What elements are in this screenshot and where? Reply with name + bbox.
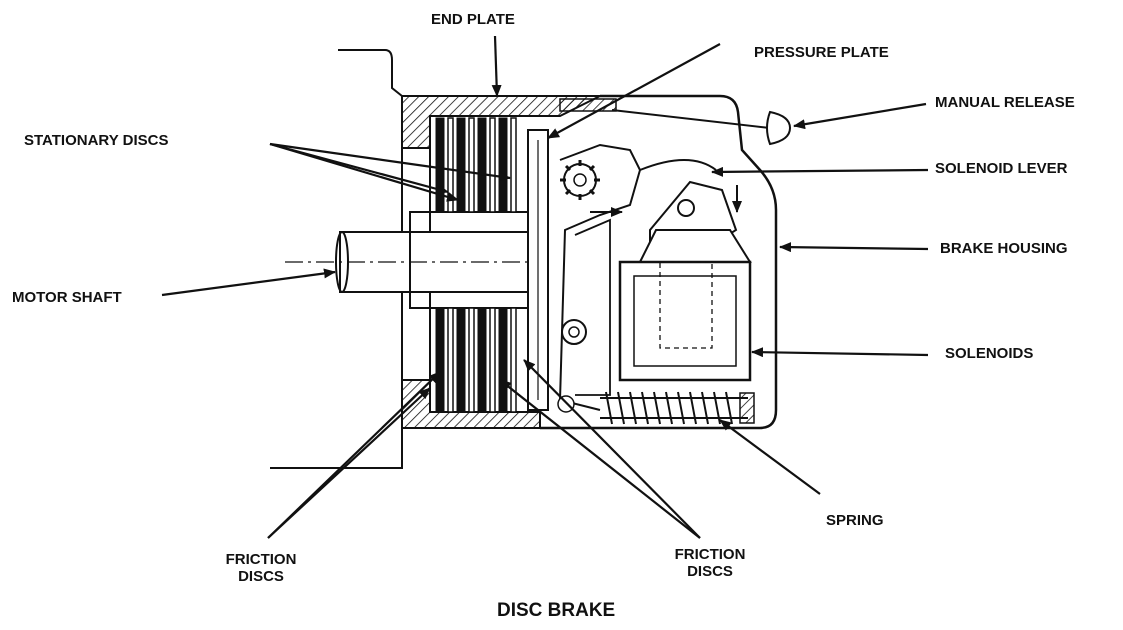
label-friction-discs-right-line1: FRICTION bbox=[674, 546, 746, 563]
diagram-title: DISC BRAKE bbox=[497, 600, 616, 621]
label-friction-discs-left-line2: DISCS bbox=[238, 568, 284, 585]
label-brake-housing: BRAKE HOUSING bbox=[940, 240, 1068, 257]
label-manual-release: MANUAL RELEASE bbox=[935, 94, 1075, 111]
shaft-end bbox=[335, 231, 349, 293]
spring-nut bbox=[739, 392, 755, 424]
label-friction-discs-right-line2: DISCS bbox=[687, 563, 733, 580]
brake-housing-outline bbox=[540, 94, 778, 430]
frame-line-top bbox=[338, 49, 403, 97]
label-solenoids: SOLENOIDS bbox=[945, 345, 1034, 362]
solenoid-coil bbox=[618, 260, 752, 382]
label-friction-discs-left: FRICTION DISCS bbox=[206, 551, 316, 585]
solenoid-body bbox=[638, 229, 752, 263]
label-end-plate: END PLATE bbox=[431, 11, 515, 28]
label-stationary-discs: STATIONARY DISCS bbox=[24, 132, 169, 149]
manual-release-rod bbox=[611, 109, 771, 129]
spring bbox=[600, 391, 748, 425]
gear-teeth bbox=[560, 160, 600, 200]
leader-lines bbox=[161, 35, 929, 539]
manual-release-knob bbox=[766, 110, 792, 146]
linkage-frame bbox=[558, 143, 642, 411]
label-spring: SPRING bbox=[826, 512, 884, 529]
frame-line-bottom bbox=[270, 400, 403, 469]
label-motor-shaft: MOTOR SHAFT bbox=[12, 289, 122, 306]
lower-disc-pack bbox=[435, 307, 517, 413]
label-pressure-plate: PRESSURE PLATE bbox=[754, 44, 889, 61]
upper-disc-pack bbox=[435, 117, 517, 213]
label-solenoid-lever: SOLENOID LEVER bbox=[935, 160, 1068, 177]
label-friction-discs-right: FRICTION DISCS bbox=[655, 546, 765, 580]
label-friction-discs-left-line1: FRICTION bbox=[225, 551, 297, 568]
solenoid-plunger bbox=[659, 261, 713, 349]
